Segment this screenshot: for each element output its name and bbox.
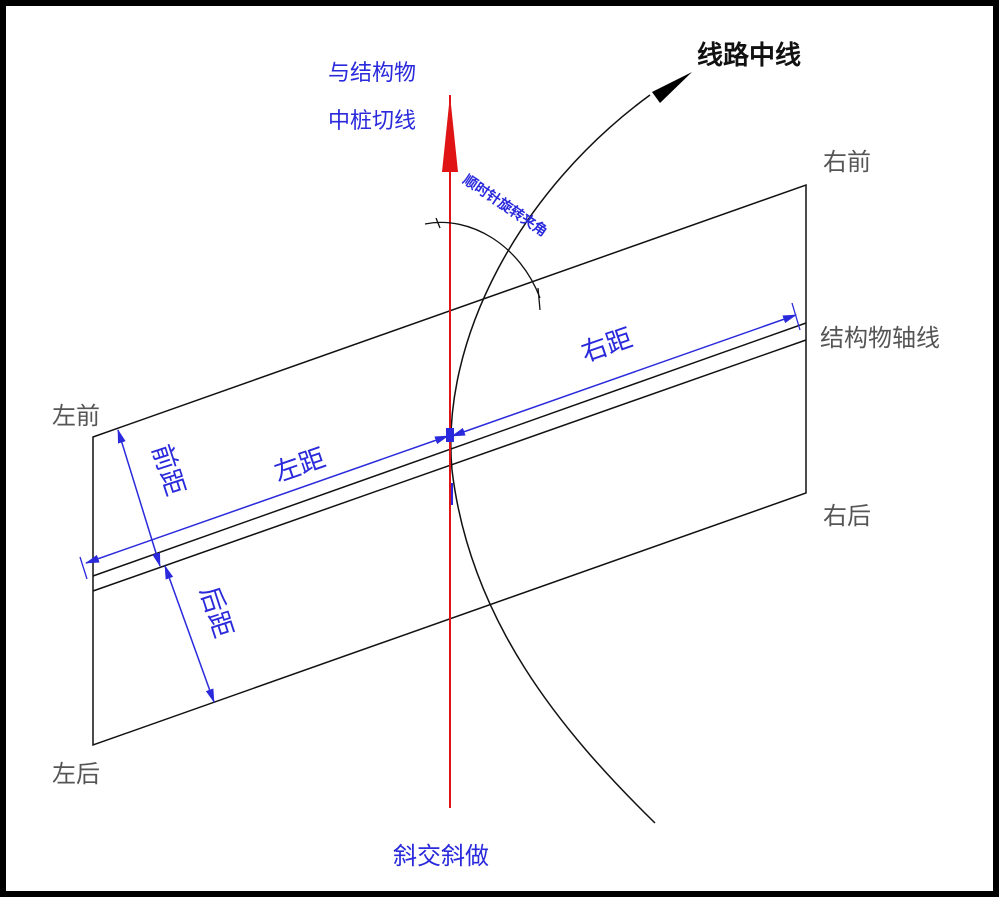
clockwise-angle-label: 顺时针旋转夹角	[460, 171, 551, 240]
left-distance-label: 左距	[271, 443, 330, 488]
tangent-arrowhead	[442, 95, 458, 172]
front-distance-label: 前距	[145, 441, 190, 500]
left-distance-dimension	[85, 435, 449, 564]
rear-distance-dimension	[164, 565, 215, 703]
rear-distance-label: 后距	[193, 583, 238, 642]
angle-arc-tick-left	[435, 217, 441, 229]
right-rear-label: 右后	[823, 502, 871, 530]
right-front-label: 右前	[823, 148, 871, 176]
left-front-label: 左前	[52, 402, 100, 430]
skew-skew-label: 斜交斜做	[393, 842, 489, 870]
route-centerline-arrowhead	[652, 72, 692, 103]
center-pile-marker	[446, 428, 454, 442]
right-distance-dimension	[451, 314, 797, 437]
tangent-label-line-2: 中桩切线	[328, 109, 416, 134]
front-distance-dimension	[117, 429, 161, 567]
structure-outline	[92, 183, 807, 747]
route-centerline-curve	[450, 94, 656, 824]
right-distance-extension	[791, 302, 801, 331]
structure-axis-label: 结构物轴线	[820, 324, 940, 352]
tangent-label-line-1: 与结构物	[328, 61, 416, 86]
angle-arc-tick-right	[537, 287, 541, 311]
angle-arc	[424, 221, 541, 299]
route-centerline-label: 线路中线	[697, 40, 801, 71]
left-rear-label: 左后	[52, 760, 100, 788]
left-distance-extension	[79, 556, 88, 580]
right-distance-label: 右距	[578, 323, 637, 368]
